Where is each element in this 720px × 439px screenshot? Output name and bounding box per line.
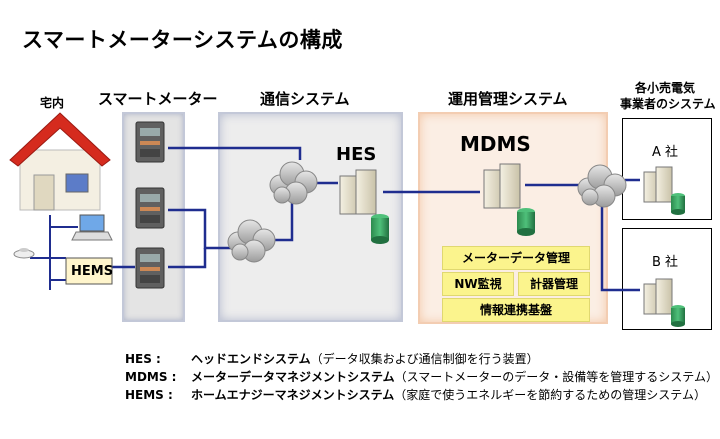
retailer-label-line1: 各小売電気 (634, 81, 695, 95)
network-cloud-2 (227, 219, 276, 263)
retailer-a-label: A 社 (652, 145, 679, 160)
mdms-function-meter-data: メーターデータ管理 (442, 246, 590, 270)
hems-box (65, 257, 113, 285)
legend-row-hes: HES : ヘッドエンドシステム（データ収集および通信制御を行う装置） (125, 350, 539, 367)
cloud-retailer-b-link (600, 205, 640, 292)
legend-desc: （データ収集および通信制御を行う装置） (310, 352, 539, 366)
laptop-icon (71, 214, 113, 241)
retailer-b-label: B 社 (652, 255, 679, 270)
mdms-function-integration: 情報連携基盤 (442, 298, 590, 322)
house-icon (9, 112, 111, 211)
cloud-link (268, 195, 294, 242)
legend-abbr: MDMS : (125, 370, 177, 384)
hes-label: HES (336, 144, 377, 165)
legend-row-hems: HEMS : ホームエナジーマネジメントシステム（家庭で使うエネルギーを節約するた… (125, 386, 706, 403)
meter-2 (135, 187, 165, 229)
retailer-b-server-icon (643, 278, 685, 327)
hes-server-icon (339, 169, 389, 244)
retailer-label-line2: 事業者のシステム (620, 97, 716, 111)
mdms-function-nw-monitor: NW監視 (442, 272, 514, 296)
legend-name: メーターデータマネジメントシステム (191, 370, 395, 384)
legend-row-mdms: MDMS : メーターデータマネジメントシステム（スマートメーターのデータ・設備等… (125, 368, 718, 385)
home-label: 宅内 (40, 96, 65, 110)
ops-system-label: 運用管理システム (448, 90, 568, 108)
retailer-systems-label: 各小売電気 事業者のシステム (620, 80, 716, 112)
mdms-function-meter-mgmt: 計器管理 (518, 272, 590, 296)
legend-name: ホームエナジーマネジメントシステム (191, 388, 395, 402)
network-cloud-3 (577, 164, 627, 208)
smart-meter-label: スマートメーター (98, 90, 218, 108)
comm-system-label: 通信システム (260, 90, 350, 108)
meter3-link (168, 248, 207, 269)
mdms-server-icon (483, 163, 535, 236)
meter2-link (168, 208, 235, 250)
meter-3 (135, 247, 165, 289)
meter-icons (135, 121, 165, 289)
legend-abbr: HES : (125, 352, 161, 366)
page-title: スマートメーターシステムの構成 (22, 28, 343, 52)
sensor-icon (13, 248, 35, 259)
legend-desc: （家庭で使うエネルギーを節約するための管理システム） (394, 388, 706, 402)
legend-abbr: HEMS : (125, 388, 173, 402)
legend-desc: （スマートメーターのデータ・設備等を管理するシステム） (394, 370, 718, 384)
meter1-link (168, 146, 302, 160)
network-lines (30, 146, 640, 292)
hems-label: HEMS (71, 264, 114, 279)
legend-name: ヘッドエンドシステム (191, 352, 311, 366)
retailer-a-server-icon (643, 166, 685, 215)
meter-1 (135, 121, 165, 163)
mdms-label: MDMS (460, 132, 531, 156)
network-cloud-1 (269, 161, 318, 205)
